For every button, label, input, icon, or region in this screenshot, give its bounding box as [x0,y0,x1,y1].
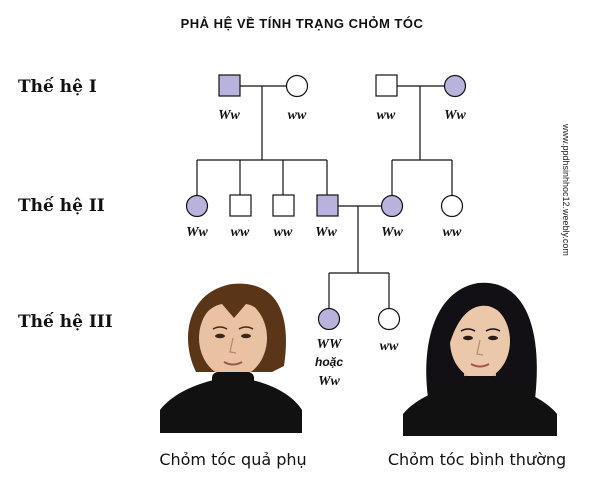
website-watermark: www.ppdhsinhhoc12.weebly.com [561,123,571,256]
genotype-ii-5: Ww [381,225,403,240]
genotype-ii-6: ww [443,225,462,240]
male-unaffected-i-3 [375,74,398,97]
genotype-ii-1: Ww [186,225,208,240]
female-affected-i-4 [443,74,467,98]
caption-widows-peak: Chỏm tóc quả phụ [159,450,306,469]
male-unaffected-ii-3 [272,194,295,217]
portrait-widows-peak [160,277,302,433]
genotype-i-3: ww [377,108,396,123]
genotype-i-2: ww [288,108,307,123]
pedigree-lines [196,85,453,308]
female-unaffected-iii-2 [377,307,401,331]
male-unaffected-ii-2 [229,194,252,217]
generation-label-i: Thế hệ I [18,77,97,97]
genotype-iii-1-homozygous: WW [317,337,343,352]
female-unaffected-ii-6 [440,194,464,218]
genotype-iii-1-heterozygous: Ww [318,374,340,389]
generation-label-ii: Thế hệ II [18,196,105,216]
genotype-i-4: Ww [444,108,466,123]
female-affected-ii-1 [185,194,209,218]
genotype-i-1: Ww [218,108,240,123]
male-affected-ii-4 [316,194,339,217]
caption-normal-hairline: Chỏm tóc bình thường [388,450,566,469]
genotype-ii-3: ww [274,225,293,240]
female-affected-iii-1 [317,307,341,331]
genotype-ii-4: Ww [315,225,337,240]
portrait-normal-hairline [403,277,557,436]
genotype-iii-2: ww [380,339,399,354]
female-affected-ii-5 [380,194,404,218]
figure-title: PHẢ HỆ VỀ TÍNH TRẠNG CHỎM TÓC [181,16,424,31]
generation-label-iii: Thế hệ III [18,312,113,332]
female-unaffected-i-2 [285,74,309,98]
male-affected-i-1 [218,74,241,97]
genotype-ii-2: ww [231,225,250,240]
genotype-iii-1-or: hoặc [315,355,343,369]
